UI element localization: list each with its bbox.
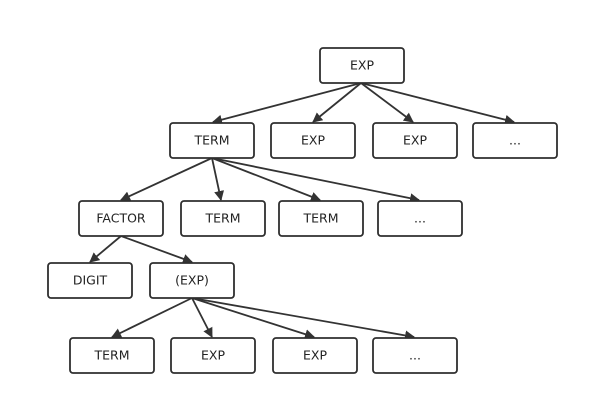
node-label: TERM [193,133,229,148]
nodes: EXP TERM EXP EXP ... FACTOR TERM TERM [47,47,558,374]
node-label: TERM [204,211,240,226]
node-exp-4: EXP [272,337,358,374]
node-box [78,200,164,237]
node-box [278,200,364,237]
node-exp-3: EXP [170,337,256,374]
node-exp-2: EXP [372,122,458,159]
node-box [377,200,463,237]
node-term-3: TERM [278,200,364,237]
node-box [69,337,155,374]
edge-term-1-factor [120,157,213,201]
node-box [372,122,458,159]
edge-exp-root-term-1 [212,82,362,125]
node-term-1: TERM [169,122,255,159]
edge-term-1-more-2 [211,157,420,204]
node-paren-exp: (EXP) [149,262,235,299]
edge-paren-exp-exp-3 [191,297,213,338]
node-label: ... [409,348,421,363]
node-label: EXP [201,348,225,363]
node-box [472,122,558,159]
node-label: FACTOR [96,211,146,226]
node-box [270,122,356,159]
edge-factor-paren-exp [120,235,193,264]
edge-paren-exp-term-4 [111,297,193,338]
edge-exp-root-more-1 [360,82,515,125]
node-box [47,262,133,299]
edge-factor-digit [89,235,122,263]
node-label: EXP [301,133,325,148]
node-digit: DIGIT [47,262,133,299]
edge-exp-root-exp-2 [360,82,414,123]
node-more-3: ... [372,337,458,374]
node-more-2: ... [377,200,463,237]
node-box [180,200,266,237]
node-label: DIGIT [73,273,108,288]
node-box [272,337,358,374]
edge-term-1-term-3 [211,157,321,202]
node-label: TERM [93,348,129,363]
node-box [149,262,235,299]
node-box [169,122,255,159]
node-box [372,337,458,374]
node-more-1: ... [472,122,558,159]
edges [89,82,515,341]
node-exp-root: EXP [319,47,405,84]
node-label: EXP [350,58,374,73]
node-label: (EXP) [175,273,209,288]
node-box [319,47,405,84]
edge-paren-exp-exp-4 [191,297,315,340]
node-box [170,337,256,374]
node-label: TERM [302,211,338,226]
node-label: EXP [303,348,327,363]
edge-exp-root-exp-1 [312,82,362,123]
node-term-4: TERM [69,337,155,374]
edge-paren-exp-more-3 [191,297,415,341]
node-label: EXP [403,133,427,148]
node-factor: FACTOR [78,200,164,237]
node-exp-1: EXP [270,122,356,159]
node-label: ... [414,211,426,226]
node-label: ... [509,133,521,148]
node-term-2: TERM [180,200,266,237]
edge-term-1-term-2 [211,157,225,201]
